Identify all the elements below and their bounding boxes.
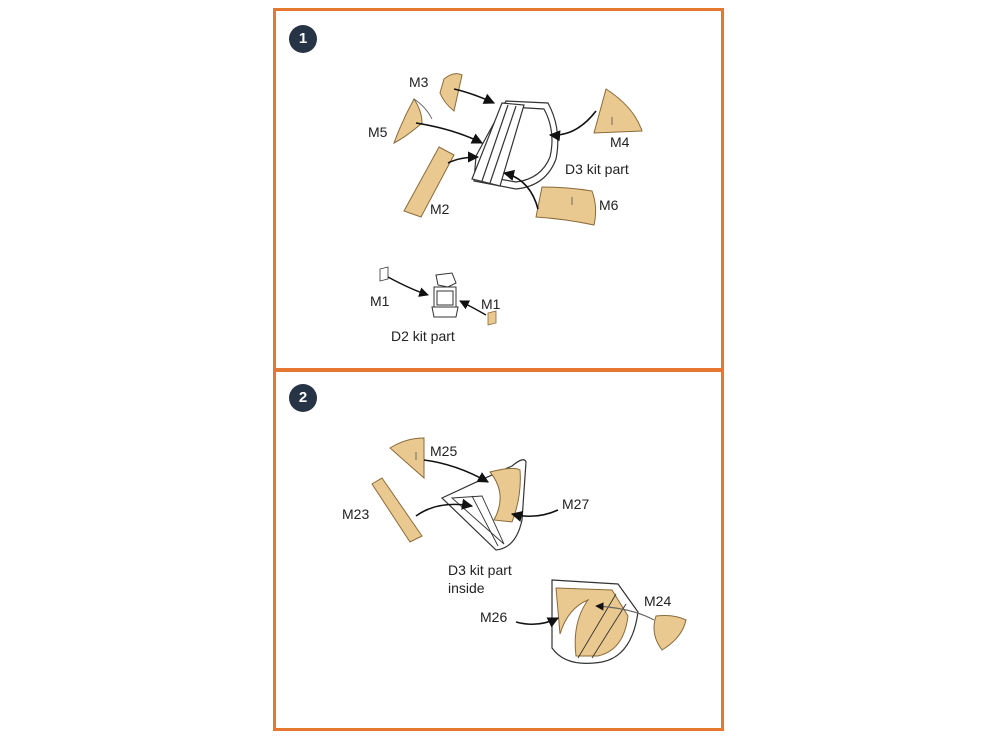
part-m2	[403, 146, 455, 218]
part-m1-right	[487, 310, 497, 326]
part-m24	[653, 615, 687, 651]
d3-kit-part	[471, 100, 559, 190]
step-number-badge: 2	[289, 384, 317, 412]
label-m5: M5	[368, 124, 388, 140]
label-m24: M24	[644, 593, 672, 609]
d2-kit-part	[431, 272, 459, 318]
label-m6: M6	[599, 197, 619, 213]
label-m27: M27	[562, 496, 590, 512]
label-d2-kit-part: D2 kit part	[391, 328, 455, 344]
part-m1-left	[379, 266, 389, 282]
label-m4: M4	[610, 134, 630, 150]
step-2-panel: 2	[273, 369, 724, 731]
step-2-illustration	[371, 437, 687, 664]
step-1-arrows	[415, 88, 597, 210]
label-inside: inside	[448, 580, 485, 596]
part-m6	[535, 186, 597, 226]
step-1-panel: 1	[273, 8, 724, 371]
label-m1-left: M1	[370, 293, 390, 309]
part-m5	[393, 98, 423, 145]
label-m25: M25	[430, 443, 458, 459]
step-1-illustration	[379, 73, 643, 326]
label-m2: M2	[430, 201, 450, 217]
label-m26: M26	[480, 609, 508, 625]
part-m23	[371, 477, 423, 543]
part-m4	[593, 88, 643, 134]
part-m25	[389, 437, 425, 480]
label-d3-kit-part: D3 kit part	[448, 562, 512, 578]
d3-kit-part-lower	[551, 579, 639, 664]
label-m23: M23	[342, 506, 370, 522]
part-m3	[439, 73, 463, 112]
label-m3: M3	[409, 74, 429, 90]
label-d3-kit-part: D3 kit part	[565, 161, 629, 177]
label-m1-right: M1	[481, 296, 501, 312]
step-number-badge: 1	[289, 25, 317, 53]
